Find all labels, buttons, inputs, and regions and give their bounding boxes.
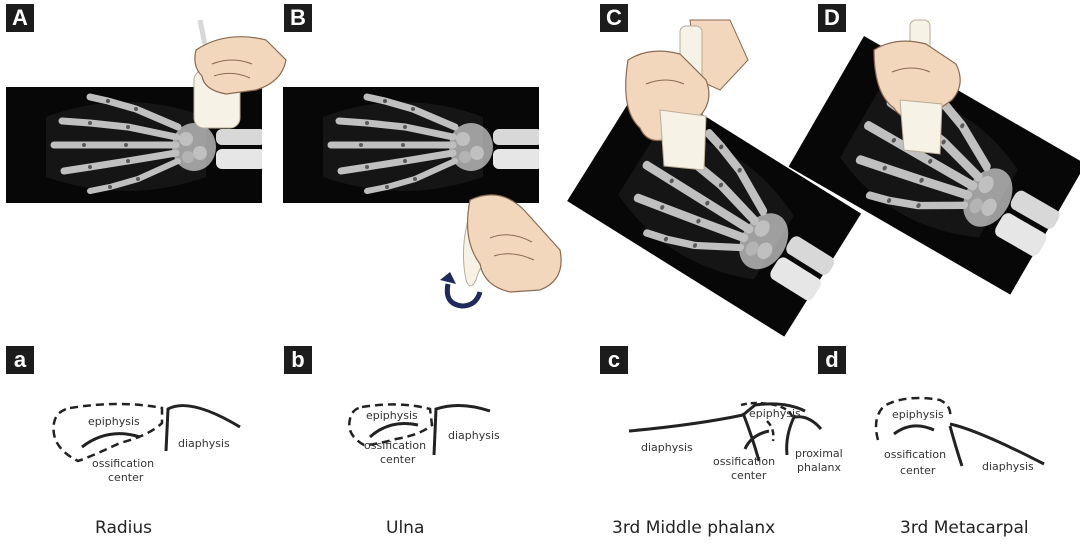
label-ossification: ossification — [364, 439, 426, 452]
label-center: center — [731, 469, 767, 482]
label-epiphysis: epiphysis — [892, 408, 944, 421]
label-ossification: ossification — [92, 457, 154, 470]
ulna-growth-plate-diagram: epiphysis diaphysis ossification center — [340, 395, 520, 485]
label-epiphysis: epiphysis — [88, 415, 140, 428]
panel-label-A: A — [6, 4, 34, 32]
label-diaphysis: diaphysis — [448, 429, 500, 442]
panel-label-D: D — [818, 4, 846, 32]
label-epiphysis: epiphysis — [749, 407, 801, 420]
panel-label-d: d — [818, 346, 846, 374]
caption-ulna: Ulna — [386, 518, 424, 538]
label-phalanx: phalanx — [797, 461, 841, 474]
examiner-hand-illustration-C — [620, 20, 750, 170]
caption-middle-phalanx: 3rd Middle phalanx — [612, 518, 775, 538]
caption-metacarpal: 3rd Metacarpal — [900, 518, 1029, 538]
panel-label-a: a — [6, 346, 34, 374]
label-proximal: proximal — [795, 447, 843, 460]
label-epiphysis: epiphysis — [366, 409, 418, 422]
radius-growth-plate-diagram: epiphysis diaphysis ossification center — [40, 395, 260, 495]
panel-label-B: B — [284, 4, 312, 32]
examiner-hand-illustration-A — [186, 20, 286, 135]
label-center: center — [380, 453, 416, 466]
metacarpal-growth-plate-diagram: epiphysis ossification center diaphysis — [866, 390, 1066, 490]
middle-phalanx-growth-plate-diagram: epiphysis diaphysis ossification center … — [625, 395, 855, 495]
label-diaphysis: diaphysis — [641, 441, 693, 454]
label-diaphysis: diaphysis — [178, 437, 230, 450]
label-center: center — [900, 464, 936, 477]
panel-label-b: b — [284, 346, 312, 374]
examiner-hand-illustration-B — [440, 180, 570, 310]
caption-radius: Radius — [95, 518, 152, 538]
label-ossification: ossification — [884, 448, 946, 461]
label-center: center — [108, 471, 144, 484]
label-diaphysis: diaphysis — [982, 460, 1034, 473]
examiner-hand-illustration-D — [870, 20, 980, 160]
label-ossification: ossification — [713, 455, 775, 468]
panel-label-c: c — [600, 346, 628, 374]
